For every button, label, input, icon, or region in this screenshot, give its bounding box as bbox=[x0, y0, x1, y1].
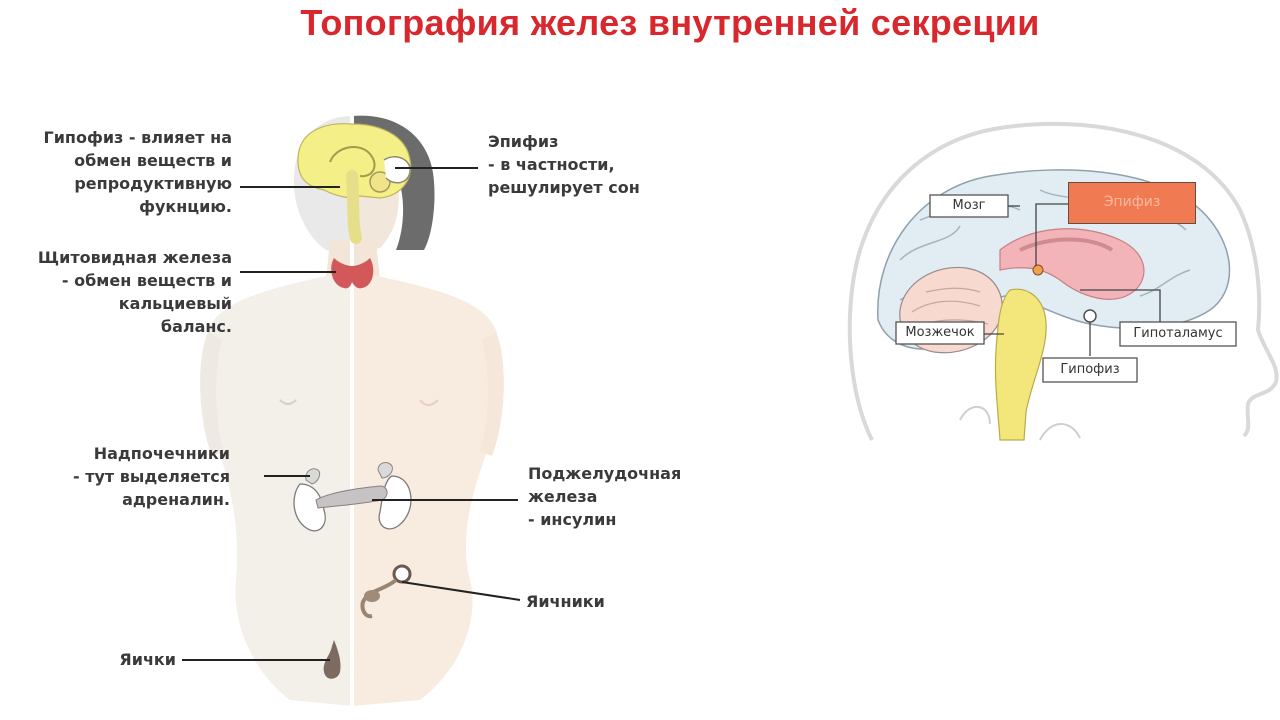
label-hypothalamus: Гипоталамус bbox=[1133, 326, 1223, 341]
body-pointer-lines bbox=[182, 167, 521, 661]
head-brain bbox=[297, 123, 412, 244]
brain-label-boxes bbox=[895, 194, 1237, 383]
testes-organ bbox=[323, 640, 341, 679]
label-brain-hypophysis: Гипофиз bbox=[1060, 362, 1120, 377]
label-testes: Яички bbox=[119, 650, 176, 669]
label-ovaries: Яичники bbox=[526, 592, 605, 611]
label-hypophysis: Гипофиз - влияет на обмен веществ и репр… bbox=[43, 128, 233, 216]
brain-cross-section bbox=[847, 121, 1279, 441]
label-brain-epiphysis: Эпифиз bbox=[1068, 182, 1196, 224]
label-adrenal: Надпочечники - тут выделяется адреналин. bbox=[73, 444, 230, 509]
label-thyroid: Щитовидная железа - обмен веществ и каль… bbox=[37, 248, 232, 336]
body-figure bbox=[200, 110, 504, 706]
label-epiphysis: Эпифиз - в частности, решулирует сон bbox=[488, 132, 640, 197]
label-pancreas: Поджелудочная железа - инсулин bbox=[528, 464, 682, 529]
label-brain: Мозг bbox=[952, 198, 986, 213]
brain-pointer-lines bbox=[984, 203, 1161, 356]
thyroid-gland bbox=[331, 258, 374, 289]
abdominal-organs bbox=[293, 462, 412, 532]
slide-title: Топография желез внутренней секреции bbox=[300, 2, 1040, 43]
label-cerebellum: Мозжечок bbox=[905, 325, 975, 340]
